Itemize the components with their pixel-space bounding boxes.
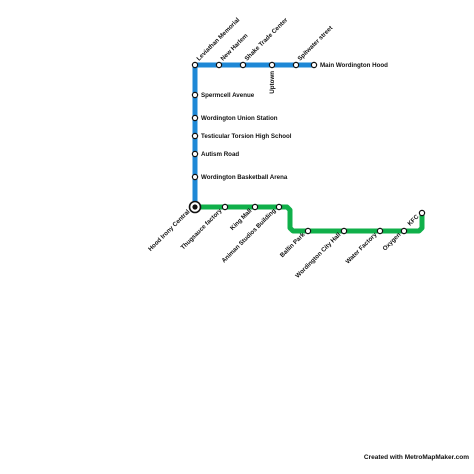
station-ballin-park[interactable] — [304, 227, 312, 235]
label-uptown: Uptown — [269, 71, 276, 94]
label-shake-trade-center: Shake Trade Center — [243, 16, 289, 62]
station-autism-road[interactable] — [191, 150, 199, 158]
label-wordington-union-station: Wordington Union Station — [201, 115, 278, 122]
label-ballin-park: Ballin Park — [279, 231, 307, 259]
credit-text: Created with MetroMapMaker.com — [364, 454, 469, 461]
label-oxygen: Oxygen — [381, 231, 402, 252]
station-king-mall[interactable] — [251, 203, 259, 211]
station-wordington-basketball-arena[interactable] — [191, 173, 199, 181]
label-kfc: KFC — [406, 213, 420, 227]
station-water-factory[interactable] — [376, 227, 384, 235]
label-testicular-torsion-high-school: Testicular Torsion High School — [201, 133, 292, 140]
station-new-harlem[interactable] — [215, 61, 223, 69]
label-wordington-basketball-arena: Wordington Basketball Arena — [201, 174, 288, 181]
station-leviathan-memorial[interactable] — [191, 61, 199, 69]
station-oxygen[interactable] — [400, 227, 408, 235]
station-wordington-city-hall[interactable] — [340, 227, 348, 235]
label-autism-road: Autism Road — [201, 151, 239, 158]
label-king-mall: King Mall — [229, 207, 254, 232]
station-main-wordington-hood[interactable] — [310, 61, 318, 69]
station-testicular-torsion-high-school[interactable] — [191, 132, 199, 140]
label-main-wordington-hood: Main Wordington Hood — [320, 62, 388, 69]
station-thugsauce-factory[interactable] — [221, 203, 229, 211]
station-kfc[interactable] — [418, 209, 426, 217]
station-shake-trade-center[interactable] — [239, 61, 247, 69]
station-spermcell-avenue[interactable] — [191, 91, 199, 99]
label-leviathan-memorial: Leviathan Memorial — [195, 16, 241, 62]
label-spitwater-street: Spitwater street — [296, 25, 334, 63]
station-animan-studios-building[interactable] — [275, 203, 283, 211]
label-water-factory: Water Factory — [344, 231, 378, 265]
green-line — [192, 204, 425, 234]
station-spitwater-street[interactable] — [292, 61, 300, 69]
station-uptown[interactable] — [268, 61, 276, 69]
station-hood-irony-central[interactable] — [188, 200, 202, 214]
station-wordington-union-station[interactable] — [191, 114, 199, 122]
label-spermcell-avenue: Spermcell Avenue — [201, 92, 255, 99]
